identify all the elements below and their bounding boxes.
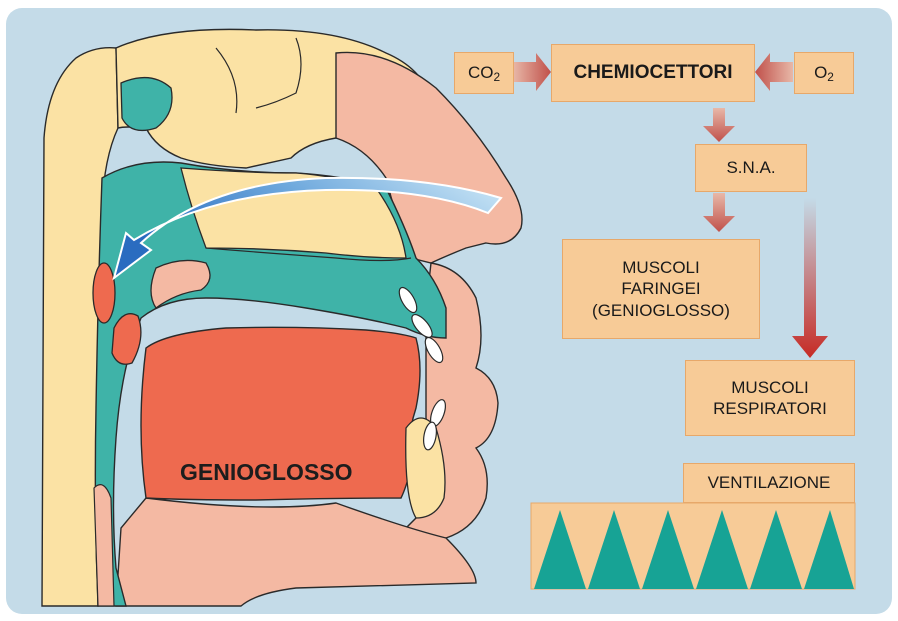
pharyngeal-line-1: MUSCOLI xyxy=(622,257,699,278)
o2-subscript: 2 xyxy=(827,70,834,85)
respiratory-muscles-box: MUSCOLI RESPIRATORI xyxy=(685,360,855,436)
o2-symbol: O xyxy=(814,62,827,83)
ventilation-label-box: VENTILAZIONE xyxy=(683,463,855,503)
arrow-co2-to-chemo xyxy=(513,53,551,91)
arrow-sna-to-respiratory xyxy=(792,198,828,358)
arrow-chemo-to-sna xyxy=(703,108,735,142)
respiratory-line-1: MUSCOLI xyxy=(731,377,808,398)
arrow-o2-to-chemo xyxy=(755,53,793,91)
respiratory-line-2: RESPIRATORI xyxy=(713,398,827,419)
pharyngeal-line-3: (GENIOGLOSSO) xyxy=(592,300,730,321)
co2-symbol: CO xyxy=(468,62,494,83)
pharyngeal-line-2: FARINGEI xyxy=(621,278,700,299)
epiglottis xyxy=(94,485,114,606)
co2-subscript: 2 xyxy=(493,70,500,85)
adenoid xyxy=(93,263,115,323)
genioglossus-label: GENIOGLOSSO xyxy=(180,459,353,486)
sna-label: S.N.A. xyxy=(726,157,775,178)
chemoreceptors-box: CHEMIOCETTORI xyxy=(551,44,755,102)
chemoreceptors-label: CHEMIOCETTORI xyxy=(573,61,732,85)
pharyngeal-muscles-box: MUSCOLI FARINGEI (GENIOGLOSSO) xyxy=(562,239,760,339)
arrow-sna-to-pharyngeal xyxy=(703,193,735,232)
ventilation-graph xyxy=(531,503,855,589)
sna-box: S.N.A. xyxy=(695,144,807,192)
ventilation-label: VENTILAZIONE xyxy=(708,472,831,493)
